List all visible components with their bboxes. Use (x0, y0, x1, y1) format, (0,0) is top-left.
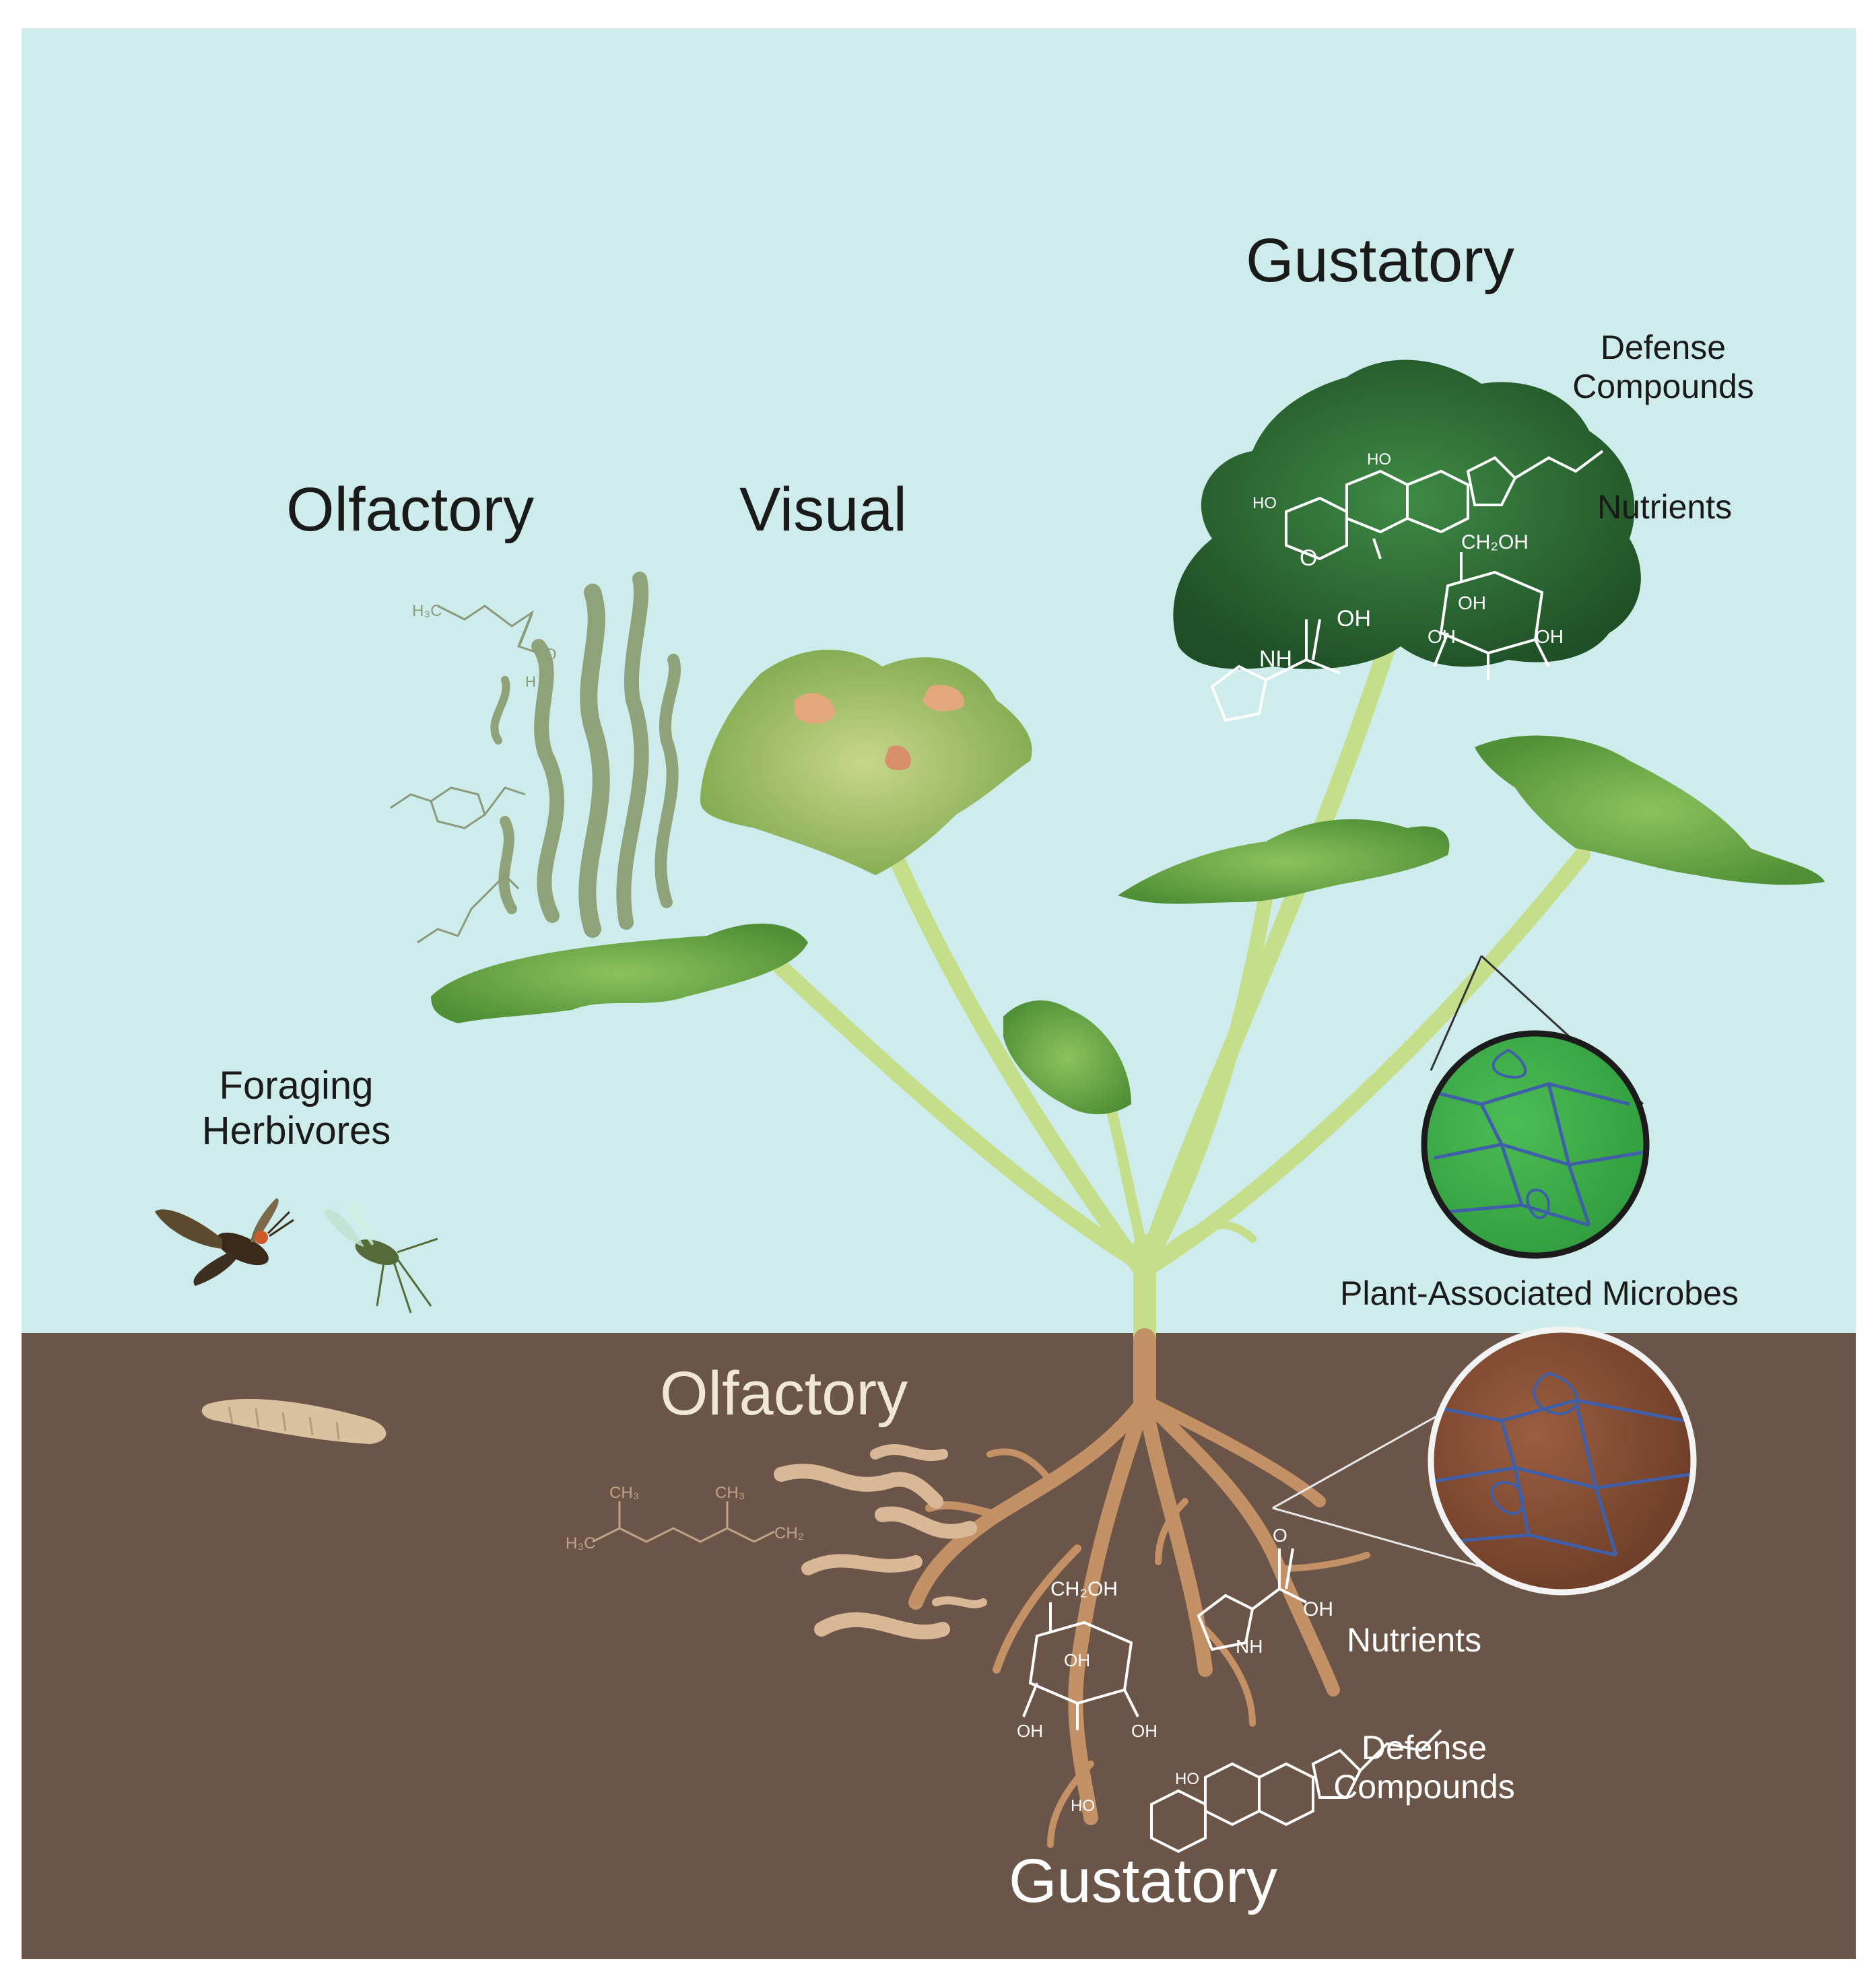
terpene-molecule (592, 1501, 775, 1543)
label-olfactory-above: Olfactory (286, 475, 535, 544)
right-leaf (1475, 735, 1825, 885)
odor-plumes-below (774, 1443, 987, 1640)
chem-label: HO (1252, 494, 1277, 512)
label-line: Compounds (1572, 367, 1754, 405)
chem-label: OH (1535, 626, 1564, 647)
chem-label: HO (1367, 450, 1391, 469)
root-microbes-callout (1272, 1326, 1697, 1596)
label-root-defense-compounds: Defense Compounds (1310, 1729, 1539, 1806)
label-foraging-herbivores: Foraging Herbivores (162, 1064, 431, 1153)
label-line: Foraging (219, 1064, 374, 1107)
label-line: Defense (1361, 1729, 1487, 1767)
chem-label: NH (1236, 1636, 1263, 1657)
chem-label: OH (1017, 1721, 1043, 1741)
label-root-nutrients: Nutrients (1347, 1621, 1482, 1659)
label-gustatory-below: Gustatory (1009, 1847, 1277, 1915)
leaf-chemistry-labels: CH₂OH OH NH O OH OH OH HO HO (1252, 450, 1564, 672)
chem-label: CH₂ (774, 1524, 804, 1542)
chem-label: OH (1428, 626, 1456, 647)
terpene-labels: CH₃ CH₃ H₃C CH₂ (566, 1484, 804, 1552)
odor-molecules-above (390, 605, 539, 944)
chem-label: O (1273, 1525, 1287, 1546)
chem-label: H₃C (566, 1534, 595, 1552)
chem-label: OH (1303, 1598, 1333, 1620)
damage-spot (885, 745, 911, 771)
damage-spot (923, 685, 964, 712)
chem-label: NH (1259, 646, 1292, 672)
label-line: Herbivores (201, 1108, 391, 1153)
damage-spot (795, 693, 835, 724)
root-chemistry (1022, 1548, 1442, 1853)
chem-label: CH₃ (609, 1484, 639, 1502)
label-line: Compounds (1333, 1767, 1515, 1806)
larva-icon (201, 1398, 387, 1444)
odor-plumes-above (490, 572, 681, 938)
odor-molecule-labels: H₃C O H (412, 602, 557, 690)
roots (908, 1328, 1370, 1848)
chem-label: OH (1131, 1721, 1158, 1741)
label-leaf-defense-compounds: Defense Compounds (1549, 329, 1778, 406)
olfactory-leaf (431, 923, 808, 1023)
chem-label: OH (1337, 606, 1371, 631)
leaf-chemistry (1210, 450, 1604, 722)
chem-label: O (1300, 545, 1317, 571)
label-plant-associated-microbes: Plant-Associated Microbes (1340, 1274, 1739, 1312)
leaf-microbes-callout (1421, 955, 1650, 1259)
chem-label: OH (1064, 1650, 1090, 1670)
moth-icon (155, 1198, 294, 1286)
chem-label: O (544, 646, 557, 664)
middle-leaf (1118, 819, 1450, 904)
label-leaf-nutrients: Nutrients (1597, 488, 1733, 526)
label-visual: Visual (739, 475, 907, 544)
chem-label: HO (1175, 1770, 1199, 1788)
chem-label: CH₂OH (1050, 1578, 1118, 1600)
chem-label: OH (1458, 592, 1486, 613)
chem-label: H (525, 673, 536, 690)
label-gustatory-above: Gustatory (1246, 226, 1514, 295)
chem-label: HO (1071, 1797, 1095, 1815)
small-leaf (1003, 1000, 1131, 1114)
chem-label: CH₃ (715, 1484, 745, 1502)
aphid-icon (323, 1202, 438, 1313)
root-chemistry-labels: CH₂OH OH OH OH OH NH O HO HO (1017, 1525, 1333, 1815)
label-olfactory-below: Olfactory (660, 1359, 908, 1428)
chem-label: CH₂OH (1461, 531, 1529, 553)
label-line: Defense (1600, 329, 1727, 366)
chem-label: H₃C (412, 602, 442, 620)
